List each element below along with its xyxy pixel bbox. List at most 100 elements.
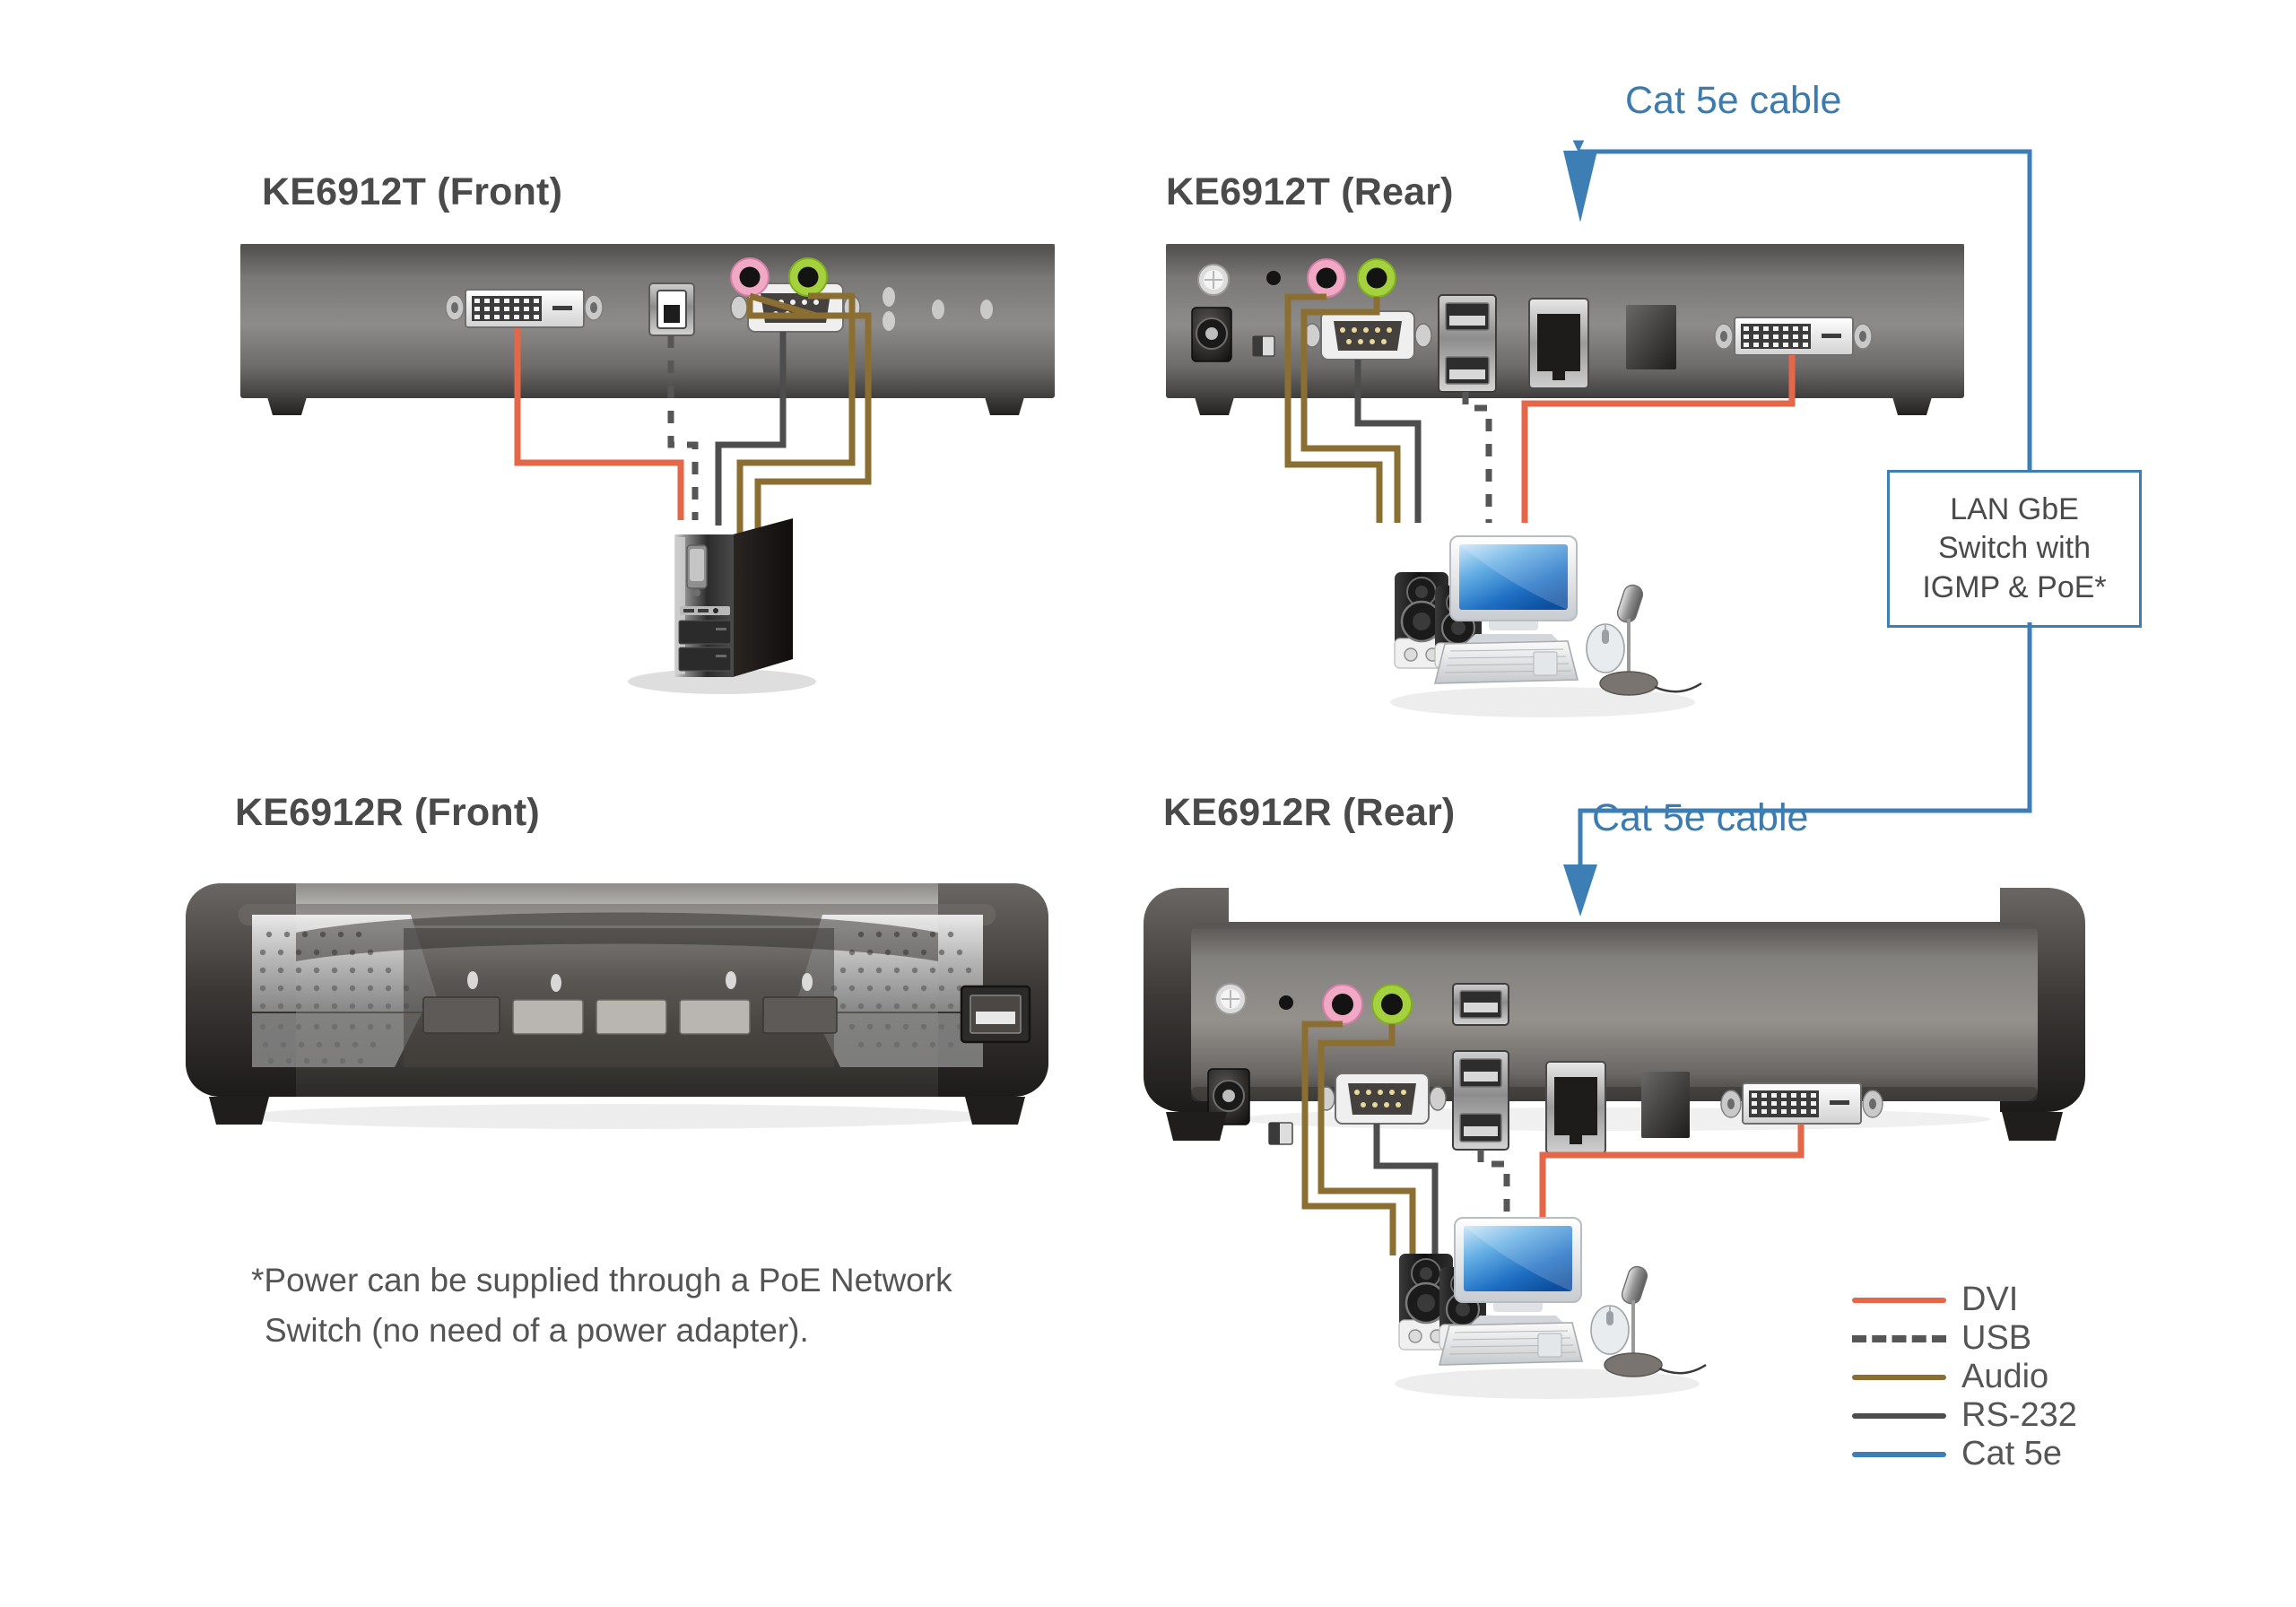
rx-rear-foot-left [1166,1112,1227,1141]
device-ke6912r-front [186,883,1048,1129]
cable-dvi-tx-front [514,328,684,520]
tx-rear-dvi-port [1714,317,1873,356]
keyboard [1438,1322,1584,1366]
cable-dvi-rx-rear [1539,1124,1805,1255]
cat5e-path-top [1572,140,2032,470]
cat5e-arrowheads [1563,151,1597,916]
tx-rear-audio-jack-pink [1307,258,1346,298]
rx-rear-mode-switch [1268,1122,1293,1145]
cable-usb-tx-rear [1462,392,1492,523]
legend-swatch-rs232 [1852,1412,1946,1419]
rx-front-button-row[interactable] [422,996,838,1035]
pc-tower [628,518,816,694]
pc-tower-bay-2 [678,647,732,672]
tx-rear-audio-jack-green [1357,258,1396,298]
cable-usb-tx-front [667,335,699,520]
tx-rear-rj45-lan-port [1528,298,1589,389]
title-ke6912r-rear: KE6912R (Rear) [1163,791,1456,834]
rx-rear-reset-hole [1279,995,1293,1010]
console-cluster-bottom [1395,1217,1707,1399]
tx-rear-power-led [1197,264,1230,296]
title-ke6912r-front: KE6912R (Front) [235,791,540,834]
legend-item: Cat 5e [1852,1435,2077,1473]
pc-tower-bay-1 [678,620,732,645]
tx-rear-expansion-slot [1626,305,1676,369]
device-ke6912t-rear [1166,244,1964,415]
legend-swatch-usb [1852,1334,1946,1342]
rx-front-vent-left-lower [252,1013,422,1067]
cable-audio-tx-rear-1 [1284,293,1383,523]
rx-rear-audio-jack-green [1371,984,1413,1025]
cable-audio-rx-rear-2 [1318,1024,1416,1255]
rx-front-usb-type-a-port [960,985,1031,1044]
legend-label-audio: Audio [1961,1358,2049,1395]
switch-line-2: Switch with [1937,531,2092,566]
rx-rear-audio-jack-pink [1322,984,1363,1025]
mouse [1586,623,1625,673]
legend-label-usb: USB [1961,1319,2032,1357]
cable-legend: DVI USB Audio RS-232 Cat 5e [1852,1281,2077,1473]
rx-front-vent-right-lower [813,1013,983,1067]
rx-rear-db9-serial-port [1318,1073,1447,1125]
cable-rs232-rx-rear [1373,1124,1439,1255]
tx-rear-cables [1284,293,1796,523]
legend-item: DVI [1852,1281,2077,1319]
tx-rear-db9-serial-port [1303,310,1432,360]
legend-item: Audio [1852,1358,2077,1396]
rx-front-foot-right [965,1097,1025,1125]
switch-line-3: IGMP & PoE* [1922,569,2107,604]
cat5e-label-top: Cat 5e cable [1625,79,1842,122]
mouse [1590,1305,1630,1355]
keyboard [1433,640,1579,684]
cable-usb-rx-rear [1477,1150,1510,1255]
audio-jack-green-front [788,257,828,297]
cable-audio-tx-front-2b [746,298,872,540]
cable-audio-rx-rear-1 [1301,1021,1396,1255]
cable-audio-tx-rear-2 [1300,297,1401,523]
switch-line-1: LAN GbE [1950,491,2079,526]
cable-dvi-tx-rear [1521,355,1796,523]
rx-front-status-leds [467,971,813,992]
monitor [1449,535,1578,644]
rx-rear-expansion-slot [1641,1072,1690,1138]
console-cluster-top [1390,535,1702,717]
rx-rear-usb-type-a-single [1452,983,1509,1026]
cat5e-path-bottom [1578,622,2032,883]
microphone [1604,1265,1707,1377]
rx-rear-foot-right [2002,1112,2063,1141]
cat5e-label-bottom: Cat 5e cable [1592,796,1809,839]
rx-rear-power-jack [1207,1068,1250,1125]
rx-rear-rj45-lan-port [1545,1061,1606,1154]
tx-front-chassis [240,244,1055,398]
pc-tower-side [733,518,793,677]
device-ke6912t-front [240,244,1055,415]
legend-swatch-audio [1852,1374,1946,1380]
rx-rear-dvi-port [1720,1082,1883,1125]
rx-rear-chassis [1191,922,2038,1101]
tx-front-dvi-port [445,289,604,328]
legend-label-dvi: DVI [1961,1281,2019,1318]
cat5e-arrow-bottom [1563,864,1597,916]
rx-front-foot-left [209,1097,269,1125]
title-ke6912t-rear: KE6912T (Rear) [1166,170,1454,213]
tx-rear-reset-hole [1266,271,1281,285]
legend-label-rs232: RS-232 [1961,1396,2077,1434]
title-ke6912t-front: KE6912T (Front) [262,170,563,213]
microphone [1599,584,1702,696]
tx-front-status-leds [883,287,993,331]
device-ke6912r-rear [1144,888,2085,1154]
cat5e-arrow-top [1563,151,1597,222]
tx-rear-usb-type-a-stack [1438,294,1497,393]
lan-gbe-switch-box: LAN GbE Switch with IGMP & PoE* [1887,470,2142,628]
tx-rear-mode-switch [1252,335,1275,357]
cable-rs232-tx-rear [1354,360,1422,523]
legend-swatch-dvi [1852,1297,1946,1303]
legend-item: RS-232 [1852,1396,2077,1435]
rx-rear-usb-type-a-stack [1452,1050,1509,1151]
legend-swatch-cat5e [1852,1451,1946,1457]
footnote-line-1: *Power can be supplied through a PoE Net… [251,1262,952,1299]
audio-jack-pink-front [730,257,770,297]
cable-rs232-tx-front [715,332,787,526]
